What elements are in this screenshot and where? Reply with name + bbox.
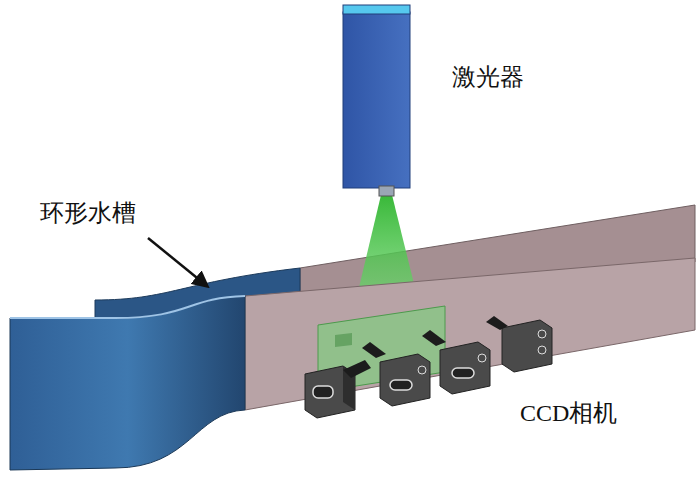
ccd-camera — [486, 316, 552, 372]
ccd-camera — [305, 360, 371, 418]
curved-front-wall — [10, 296, 245, 470]
label-text: 激光器 — [452, 64, 524, 90]
laser-nozzle — [379, 186, 394, 196]
wall-rim — [10, 296, 245, 318]
particle-mark — [335, 333, 352, 347]
leader-arrow — [148, 238, 207, 286]
ccd-camera — [422, 330, 490, 394]
laser-top — [343, 5, 410, 14]
label-text: CCD相机 — [520, 400, 617, 426]
label-text: 环形水槽 — [40, 200, 136, 226]
laser-body — [343, 12, 410, 188]
ccd-camera — [362, 342, 430, 406]
